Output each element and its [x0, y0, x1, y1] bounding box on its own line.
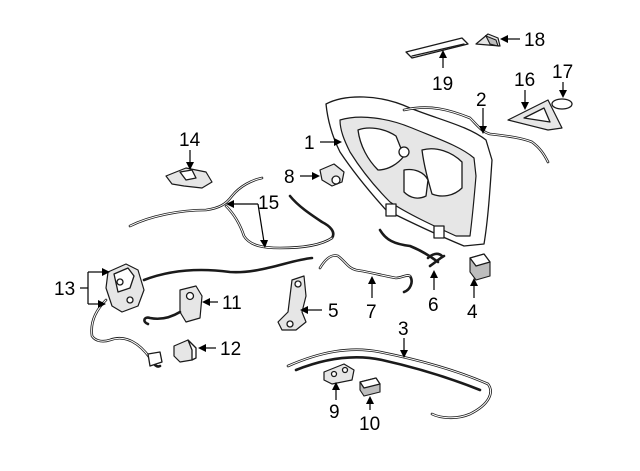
callout-12: 12 — [220, 339, 241, 360]
callout-15: 15 — [258, 193, 279, 214]
torsion-rod-part — [318, 228, 440, 294]
plug-part — [551, 98, 573, 110]
callout-19: 19 — [432, 74, 453, 95]
callout-10: 10 — [359, 414, 380, 435]
callout-2: 2 — [476, 90, 487, 111]
callout-9: 9 — [329, 402, 340, 423]
callout-17: 17 — [552, 62, 573, 83]
callout-13: 13 — [54, 279, 75, 300]
lid-stop-part — [319, 163, 345, 187]
callout-8: 8 — [284, 167, 295, 188]
trunk-latch-part — [90, 256, 314, 368]
release-switch-part — [173, 339, 197, 363]
trunk-lid-part — [325, 96, 493, 247]
callout-3: 3 — [398, 319, 409, 340]
callout-7: 7 — [366, 302, 377, 323]
callout-11: 11 — [222, 293, 242, 314]
callout-18: 18 — [524, 30, 545, 51]
hinge-bracket-part — [277, 275, 307, 331]
bumper-cap-part — [475, 33, 501, 47]
leader-lines — [80, 35, 567, 410]
callout-5: 5 — [328, 301, 339, 322]
strip-part — [405, 37, 469, 59]
bumper-part — [469, 253, 491, 281]
callout-16: 16 — [514, 70, 535, 91]
callout-1: 1 — [304, 133, 315, 154]
callout-6: 6 — [428, 295, 439, 316]
panel-part — [507, 99, 563, 131]
latch-block-part — [359, 377, 381, 397]
release-cable-part — [128, 176, 335, 250]
callout-labels: 1 2 3 4 5 6 7 8 9 10 11 12 13 14 15 16 1… — [54, 30, 573, 435]
cover-part — [165, 167, 213, 189]
trunk-seal-part — [286, 348, 492, 420]
callout-4: 4 — [467, 302, 478, 323]
callout-14: 14 — [179, 130, 201, 151]
bracket-plate-part — [323, 363, 355, 385]
latch-actuator-part — [143, 285, 203, 326]
